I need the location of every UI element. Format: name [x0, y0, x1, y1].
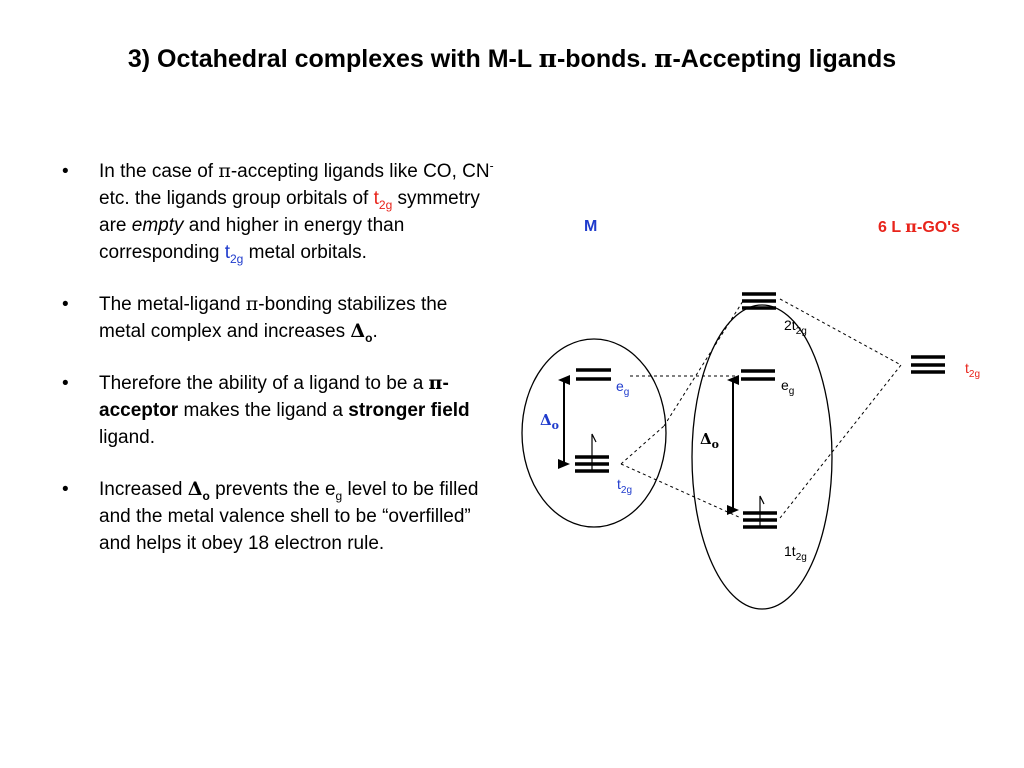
mo-eg-label: eg	[781, 377, 794, 397]
metal-eg-label: eg	[616, 378, 629, 398]
metal-ellipse	[521, 338, 667, 528]
slide-title: 3) Octahedral complexes with M-L π-bonds…	[127, 44, 897, 73]
correlation-lines	[620, 298, 902, 519]
ligand-t2g-label: t2g	[965, 360, 980, 380]
bullet-list: In the case of π-accepting ligands like …	[62, 158, 498, 582]
mo-eg-level	[741, 369, 775, 381]
mo-2t2g-label: 2t2g	[784, 317, 807, 337]
bullet-item-2: The metal-ligand π-bonding stabilizes th…	[62, 291, 498, 345]
ligand-label: 6 L π-GO's	[878, 217, 960, 236]
bullet-item-3: Therefore the ability of a ligand to be …	[62, 370, 498, 451]
mo-2t2g-level	[742, 292, 776, 310]
complex-ellipse	[691, 304, 833, 610]
metal-label: M	[584, 218, 597, 235]
delta-left-label: Δo	[540, 411, 559, 432]
delta-center-label: Δo	[700, 430, 719, 451]
metal-eg-level	[576, 368, 611, 381]
bullet-item-4: Increased Δo prevents the eg level to be…	[62, 476, 498, 557]
mo-1t2g-label: 1t2g	[784, 543, 807, 563]
electron-spin-icon-mo	[759, 495, 765, 528]
electron-spin-icon	[591, 433, 597, 472]
bullet-item-1: In the case of π-accepting ligands like …	[62, 158, 498, 266]
ligand-t2g-level	[911, 355, 945, 374]
metal-t2g-label: t2g	[617, 476, 632, 496]
